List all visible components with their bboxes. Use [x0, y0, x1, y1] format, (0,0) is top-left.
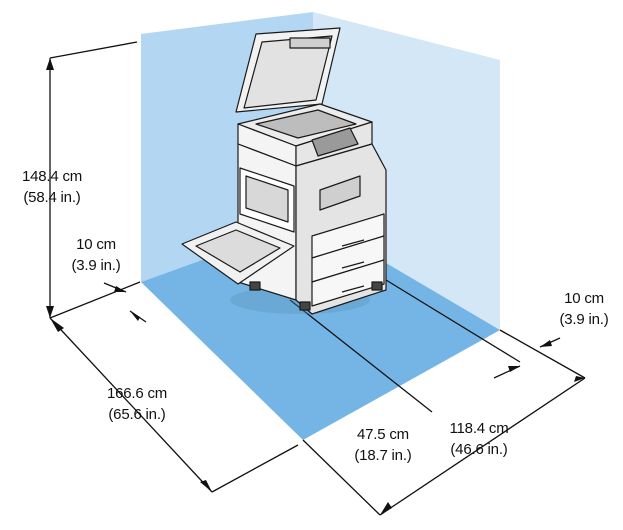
- depth-middle-label: 47.5 cm (18.7 in.): [336, 424, 430, 466]
- width-imperial: (65.6 in.): [108, 406, 166, 423]
- printer-illustration: [181, 27, 387, 315]
- right-wall: [313, 12, 500, 330]
- depth-imperial: (46.6 in.): [450, 441, 508, 458]
- right-clearance-imperial: (3.9 in.): [559, 311, 609, 328]
- height-dimension-label: 148.4 cm (58.4 in.): [6, 166, 98, 208]
- height-imperial: (58.4 in.): [23, 189, 81, 206]
- height-metric: 148.4 cm: [21, 168, 83, 185]
- left-clearance-label: 10 cm (3.9 in.): [56, 234, 136, 276]
- right-clearance-label: 10 cm (3.9 in.): [544, 288, 623, 330]
- width-metric: 166.6 cm: [106, 385, 168, 402]
- depth-dimension-label: 118.4 cm (46.6 in.): [432, 418, 526, 460]
- left-clearance-metric: 10 cm: [76, 236, 116, 253]
- width-dimension-label: 166.6 cm (65.6 in.): [92, 383, 182, 425]
- depth-middle-imperial: (18.7 in.): [354, 447, 412, 464]
- dimension-lines: [46, 41, 586, 516]
- depth-middle-metric: 47.5 cm: [357, 426, 409, 443]
- right-clearance-metric: 10 cm: [564, 290, 604, 307]
- depth-metric: 118.4 cm: [449, 420, 509, 437]
- left-clearance-imperial: (3.9 in.): [71, 257, 121, 274]
